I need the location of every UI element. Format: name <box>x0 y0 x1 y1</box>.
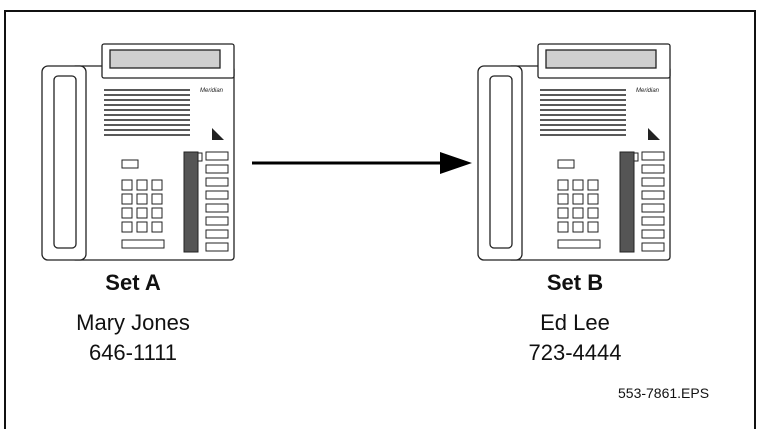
diagram-frame <box>4 10 756 429</box>
transfer-arrow <box>252 152 472 174</box>
set-b-number: 723-4444 <box>528 340 622 365</box>
telephone-set-a-icon: Meridian <box>41 43 235 261</box>
file-id-caption: 553-7861.EPS <box>618 385 710 401</box>
telephone-set-b-icon: Meridian <box>477 43 671 261</box>
set-a-number: 646-1111 <box>88 340 178 365</box>
set-a-name: Mary Jones <box>76 310 190 335</box>
set-a-label: Set A <box>105 270 161 295</box>
phone-brand-a: Meridian <box>200 88 224 94</box>
set-b-label: Set B <box>546 270 604 295</box>
set-b-name: Ed Lee <box>540 310 610 335</box>
phone-brand-b: Meridian <box>636 88 660 94</box>
